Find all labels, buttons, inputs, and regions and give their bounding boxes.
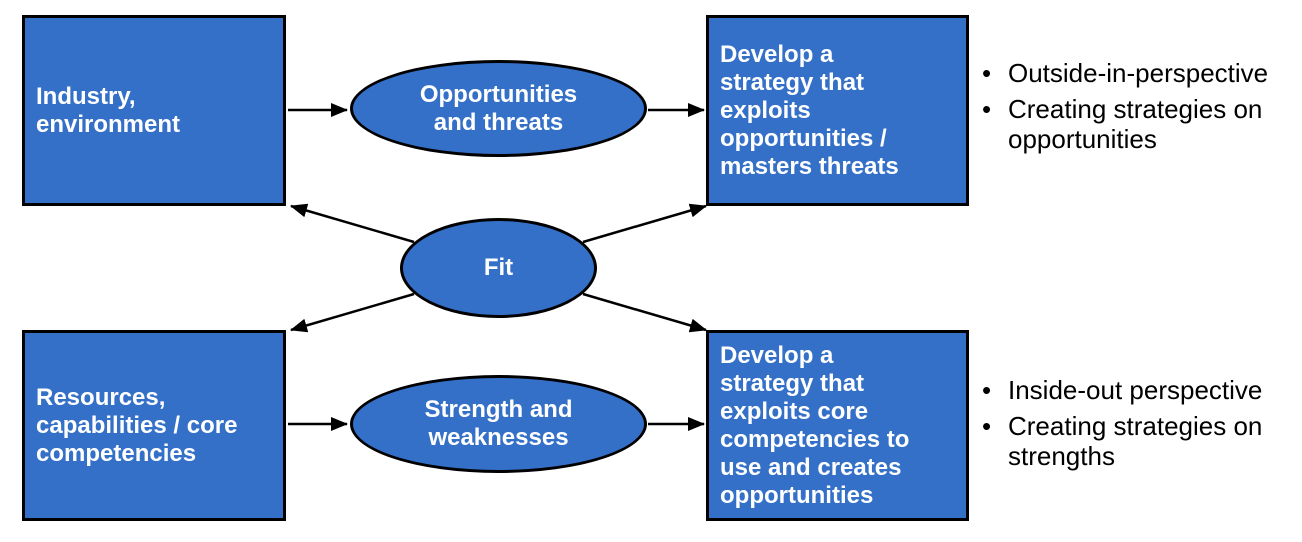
list-item: • Outside-in-perspective [982,58,1300,88]
box-industry-environment-label: Industry, environment [36,82,181,138]
annotation-inside-out-perspective: Inside-out perspective [1008,375,1263,405]
ellipse-fit: Fit [400,218,597,318]
ellipse-opportunities-threats: Opportunities and threats [350,60,647,157]
list-item: • Creating strategies on opportunities [982,94,1300,154]
box-resources-capabilities: Resources, capabilities / core competenc… [22,330,286,521]
bullet-icon: • [982,58,992,88]
annotation-list-inside-out: • Inside-out perspective • Creating stra… [982,375,1300,477]
ellipse-opportunities-threats-label: Opportunities and threats [419,80,578,136]
list-item: • Inside-out perspective [982,375,1300,405]
bullet-icon: • [982,411,992,441]
bullet-icon: • [982,375,992,405]
arrow-fit-to-resources [290,292,415,333]
ellipse-fit-label: Fit [483,254,514,281]
annotation-list-outside-in: • Outside-in-perspective • Creating stra… [982,58,1300,160]
box-strategy-outside-in-label: Develop a strategy that exploits opportu… [720,40,899,180]
arrow-fit-to-industry [290,203,415,244]
box-strategy-outside-in: Develop a strategy that exploits opportu… [706,15,969,206]
ellipse-strengths-weaknesses-label: Strength and weaknesses [424,396,573,451]
list-item: • Creating strategies on strengths [982,411,1300,471]
box-strategy-inside-out: Develop a strategy that exploits core co… [706,330,969,521]
arrow-fit-to-strategy-outside [582,203,707,244]
ellipse-strengths-weaknesses: Strength and weaknesses [350,375,647,473]
annotation-outside-in-perspective: Outside-in-perspective [1008,58,1269,88]
box-resources-capabilities-label: Resources, capabilities / core competenc… [36,383,238,467]
box-strategy-inside-out-label: Develop a strategy that exploits core co… [720,341,910,509]
annotation-strategies-on-strengths: Creating strategies on strengths [1008,411,1263,471]
bullet-icon: • [982,94,992,124]
arrow-fit-to-strategy-inside [582,292,707,333]
box-industry-environment: Industry, environment [22,15,286,206]
annotation-strategies-on-opportunities: Creating strategies on opportunities [1008,94,1263,154]
